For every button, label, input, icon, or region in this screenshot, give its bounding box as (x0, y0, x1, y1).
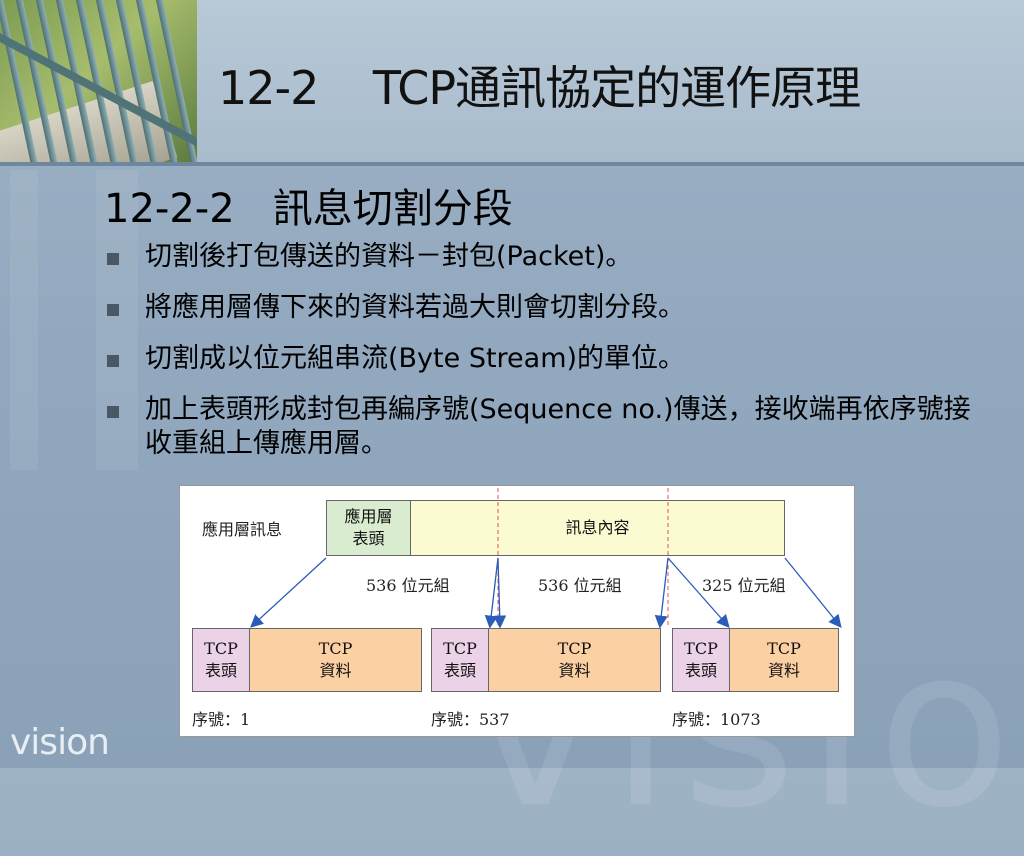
sequence-number: 序號：1 (192, 710, 251, 729)
segment-size-label: 536 位元組 (366, 576, 450, 595)
tcp-data-text: TCP (767, 639, 801, 658)
bullet-text: 加上表頭形成封包再編序號(Sequence no.)傳送，接收端再依序號接收重組… (145, 394, 971, 459)
bullet-text: 切割後打包傳送的資料－封包(Packet)。 (145, 241, 633, 272)
sequence-number: 序號：537 (431, 710, 510, 729)
title-band: 12-2 TCP通訊協定的運作原理 (0, 0, 1024, 166)
bullet-item: 將應用層傳下來的資料若過大則會切割分段。 (105, 291, 995, 325)
tcp-header-text: 表頭 (684, 661, 717, 680)
bullet-square-icon (107, 406, 119, 418)
app-header-text: 應用層 (344, 507, 393, 526)
tcp-header-text: TCP (443, 639, 477, 658)
tcp-header-box: TCP 表頭 (672, 628, 730, 692)
tcp-data-box: TCP 資料 (729, 628, 839, 692)
tcp-data-text: TCP (557, 639, 592, 658)
tcp-data-text: 資料 (319, 661, 352, 680)
segmentation-diagram: 應用層訊息 應用層表頭 訊息內容 536 位元組 536 位元組 325 位元組… (179, 485, 855, 737)
arrow-icon (484, 557, 499, 629)
segment-size-label: 325 位元組 (702, 576, 786, 595)
tcp-data-text: 資料 (558, 661, 591, 680)
tcp-header-box: TCP 表頭 (431, 628, 489, 692)
tcp-header-box: TCP 表頭 (192, 628, 250, 692)
bullet-item: 切割後打包傳送的資料－封包(Packet)。 (105, 240, 995, 274)
bullet-text: 切割成以位元組串流(Byte Stream)的單位。 (145, 343, 686, 374)
page-title: 12-2 TCP通訊協定的運作原理 (218, 61, 861, 115)
diagram-arrows (250, 488, 842, 629)
segment-size-label: 536 位元組 (538, 576, 622, 595)
bullet-list: 切割後打包傳送的資料－封包(Packet)。 將應用層傳下來的資料若過大則會切割… (105, 240, 995, 478)
section-heading: 12-2-2 訊息切割分段 (104, 186, 513, 232)
background-pillar (10, 170, 38, 470)
tcp-data-text: TCP (318, 639, 353, 658)
tcp-data-box: TCP 資料 (249, 628, 422, 692)
bullet-square-icon (107, 253, 119, 265)
background-pillar (96, 170, 138, 470)
message-content-text: 訊息內容 (565, 518, 630, 537)
message-content-box: 訊息內容 (410, 500, 785, 556)
arrow-icon (493, 557, 507, 629)
tcp-data-box: TCP 資料 (488, 628, 661, 692)
bullet-square-icon (107, 304, 119, 316)
bullet-text: 將應用層傳下來的資料若過大則會切割分段。 (145, 292, 685, 323)
arrow-icon (250, 557, 327, 628)
sequence-number: 序號：1073 (672, 710, 761, 729)
brand-logo: vision (10, 722, 110, 763)
arrow-icon (784, 557, 842, 629)
app-header-text: 表頭 (352, 529, 385, 548)
tcp-header-text: 表頭 (443, 661, 476, 680)
bullet-item: 加上表頭形成封包再編序號(Sequence no.)傳送，接收端再依序號接收重組… (105, 393, 995, 461)
bullet-item: 切割成以位元組串流(Byte Stream)的單位。 (105, 342, 995, 376)
tcp-header-text: TCP (204, 639, 238, 658)
bridge-photo (0, 0, 197, 162)
tcp-header-text: TCP (684, 639, 718, 658)
app-message-label: 應用層訊息 (202, 520, 283, 539)
arrow-icon (654, 557, 669, 629)
tcp-data-text: 資料 (767, 661, 800, 680)
tcp-header-text: 表頭 (204, 661, 237, 680)
arrow-icon (667, 557, 730, 628)
bullet-square-icon (107, 355, 119, 367)
